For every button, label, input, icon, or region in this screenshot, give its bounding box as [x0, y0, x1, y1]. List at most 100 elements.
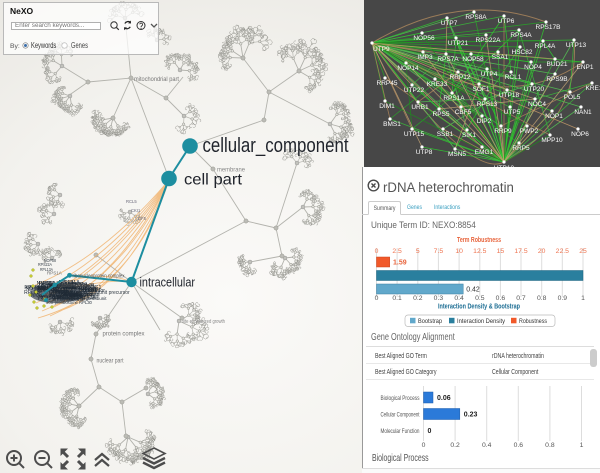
- svg-text:MPP10: MPP10: [541, 137, 563, 144]
- svg-text:90S pre: 90S pre: [41, 281, 58, 287]
- svg-text:RPS22A: RPS22A: [476, 37, 502, 44]
- svg-text:0.6: 0.6: [496, 295, 506, 302]
- svg-text:15: 15: [497, 248, 505, 255]
- svg-text:RPL35A: RPL35A: [61, 291, 81, 297]
- svg-text:NOP12: NOP12: [25, 286, 42, 292]
- svg-text:NOP53: NOP53: [38, 295, 55, 301]
- svg-text:RRS1: RRS1: [60, 282, 73, 288]
- svg-text:Robustness: Robustness: [519, 318, 547, 325]
- svg-text:small subunit precursor: small subunit precursor: [78, 290, 130, 296]
- svg-text:UTP20: UTP20: [524, 86, 545, 93]
- svg-text:RPL6B: RPL6B: [60, 293, 75, 298]
- svg-text:small subunit: small subunit: [53, 297, 84, 303]
- svg-text:SSF1: SSF1: [78, 288, 90, 293]
- svg-text:0.06: 0.06: [437, 395, 451, 402]
- svg-text:UTP6: UTP6: [498, 18, 515, 25]
- svg-text:RPL23A: RPL23A: [49, 292, 68, 298]
- svg-text:KRE1: KRE1: [586, 85, 600, 92]
- svg-text:NOP7: NOP7: [80, 292, 93, 297]
- svg-text:MAK5: MAK5: [64, 287, 77, 292]
- svg-text:RPS8A: RPS8A: [465, 14, 487, 21]
- svg-text:0.2: 0.2: [450, 442, 460, 448]
- svg-text:17.5: 17.5: [514, 248, 527, 255]
- svg-text:MAK5: MAK5: [65, 285, 78, 290]
- svg-text:RPL6B: RPL6B: [59, 279, 74, 284]
- svg-text:NAN1: NAN1: [574, 109, 592, 116]
- svg-text:RPL23A: RPL23A: [71, 293, 88, 298]
- svg-text:LSG1: LSG1: [54, 295, 67, 301]
- svg-text:RPS1A: RPS1A: [443, 95, 465, 102]
- svg-text:25: 25: [579, 248, 587, 255]
- svg-text:RPL31A: RPL31A: [60, 280, 80, 286]
- svg-text:RRP5: RRP5: [512, 145, 530, 152]
- svg-text:RPS4A: RPS4A: [510, 32, 532, 39]
- svg-text:site of polarized growth: site of polarized growth: [182, 319, 225, 325]
- svg-text:UTP13: UTP13: [566, 42, 587, 49]
- svg-text:RRP1: RRP1: [31, 293, 43, 298]
- svg-text:SDO1: SDO1: [39, 287, 52, 293]
- svg-text:BRX1: BRX1: [55, 284, 69, 290]
- svg-text:RRP45: RRP45: [377, 80, 398, 87]
- svg-text:EBP2: EBP2: [77, 286, 90, 292]
- svg-text:ERB1: ERB1: [57, 295, 69, 300]
- svg-text:MSN5: MSN5: [448, 151, 466, 158]
- svg-text:RRP12: RRP12: [450, 74, 471, 81]
- svg-text:NOP53: NOP53: [56, 290, 73, 296]
- svg-text:NMD3: NMD3: [61, 285, 76, 291]
- svg-text:0.6: 0.6: [514, 442, 524, 448]
- svg-text:RPL7A: RPL7A: [37, 286, 54, 292]
- svg-text:1: 1: [580, 442, 584, 448]
- svg-text:7.5: 7.5: [434, 248, 444, 255]
- svg-text:RPS17B: RPS17B: [536, 24, 561, 31]
- svg-text:cellular_component: cellular_component: [203, 135, 349, 157]
- svg-text:RPL25: RPL25: [79, 290, 93, 295]
- svg-text:ERB1: ERB1: [69, 285, 82, 290]
- svg-text:2.5: 2.5: [392, 248, 402, 255]
- svg-text:RPL43A: RPL43A: [24, 285, 44, 291]
- svg-text:RPL7A: RPL7A: [59, 282, 76, 288]
- svg-text:0.7: 0.7: [516, 295, 526, 302]
- svg-text:preribosome: preribosome: [52, 296, 79, 302]
- svg-text:Term Robustness: Term Robustness: [457, 237, 501, 244]
- svg-text:UTP15: UTP15: [404, 131, 425, 138]
- svg-text:NOG1: NOG1: [86, 285, 101, 291]
- svg-text:RRP1: RRP1: [87, 288, 101, 294]
- svg-text:BRX1: BRX1: [83, 284, 96, 290]
- svg-text:20: 20: [538, 248, 546, 255]
- svg-text:90S preribosome RPL30: 90S preribosome RPL30: [46, 300, 93, 305]
- svg-text:MAK16: MAK16: [74, 290, 89, 295]
- svg-text:Biological Process: Biological Process: [381, 395, 420, 402]
- svg-text:ribosomal large subunit: ribosomal large subunit: [60, 296, 107, 301]
- svg-text:small subunit: small subunit: [50, 295, 76, 300]
- svg-text:RPL28: RPL28: [35, 290, 49, 295]
- svg-text:Cellular Component: Cellular Component: [381, 412, 420, 419]
- svg-text:UTP10: UTP10: [494, 165, 515, 167]
- svg-text:POL5: POL5: [564, 94, 581, 101]
- svg-text:0.8: 0.8: [545, 442, 555, 448]
- svg-text:ribosomal subunit: ribosomal subunit: [59, 283, 94, 289]
- svg-text:RPS13: RPS13: [477, 101, 498, 108]
- svg-text:SSB1: SSB1: [437, 131, 454, 138]
- svg-text:KRE33: KRE33: [427, 81, 448, 88]
- svg-text:NOP12: NOP12: [52, 294, 68, 300]
- svg-text:UTP21: UTP21: [448, 40, 469, 47]
- svg-text:BMS1: BMS1: [383, 121, 401, 128]
- svg-text:0.9: 0.9: [558, 295, 568, 302]
- svg-text:NOP56: NOP56: [413, 35, 435, 42]
- svg-text:LSG1: LSG1: [85, 288, 97, 293]
- svg-text:0.1: 0.1: [392, 295, 402, 302]
- svg-text:NOG1: NOG1: [38, 286, 51, 291]
- svg-text:0.23: 0.23: [464, 412, 478, 419]
- svg-text:RPL17B: RPL17B: [64, 292, 81, 297]
- svg-text:RPL16A: RPL16A: [37, 284, 56, 290]
- svg-text:12.5: 12.5: [473, 248, 486, 255]
- svg-text:RPL5: RPL5: [63, 293, 76, 299]
- svg-text:SSA1: SSA1: [492, 54, 509, 61]
- svg-text:DRS1: DRS1: [85, 286, 97, 291]
- svg-text:RPS5: RPS5: [433, 111, 450, 118]
- svg-text:Interaction Density: Interaction Density: [457, 318, 506, 325]
- svg-text:CBF5: CBF5: [455, 109, 472, 116]
- svg-text:MAK16: MAK16: [64, 290, 79, 295]
- svg-text:UTP22: UTP22: [404, 87, 425, 94]
- svg-text:SDO1: SDO1: [54, 287, 68, 293]
